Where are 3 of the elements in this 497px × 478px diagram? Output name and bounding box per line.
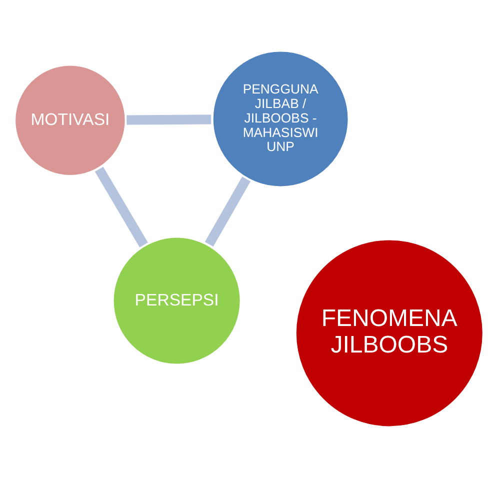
connector xyxy=(204,176,250,247)
connector xyxy=(126,114,211,125)
connector xyxy=(94,166,148,248)
